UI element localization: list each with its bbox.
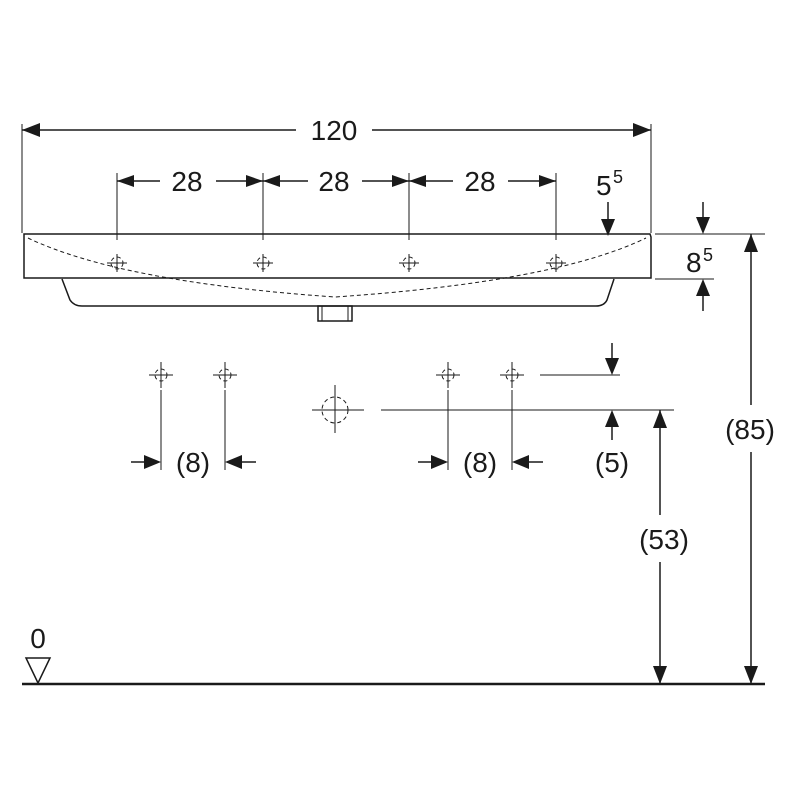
label-floor-level: 0 xyxy=(30,623,46,654)
label-spacing-2: 28 xyxy=(318,166,349,197)
dimension-edge-offset: 5 5 xyxy=(596,167,623,236)
dimension-valve-spacing-right: (8) xyxy=(418,447,543,478)
label-rim-height-sup: 5 xyxy=(703,245,713,265)
label-edge-offset-sup: 5 xyxy=(613,167,623,187)
dimension-outlet-height: (53) xyxy=(639,410,689,684)
valve-right-1 xyxy=(436,362,460,388)
washbasin-body xyxy=(23,233,652,322)
supply-valves xyxy=(149,362,524,433)
floor-datum: 0 xyxy=(22,623,765,686)
label-valve-spacing-right: (8) xyxy=(463,447,497,478)
tap-hole-1 xyxy=(107,254,127,272)
tap-hole-2 xyxy=(253,254,273,272)
tap-hole-3 xyxy=(399,254,419,272)
label-outlet-height: (53) xyxy=(639,524,689,555)
dimension-rim-height: 8 5 xyxy=(655,202,765,311)
dimension-valve-spacing-left: (8) xyxy=(131,447,256,478)
tap-holes xyxy=(107,254,566,272)
valve-left-1 xyxy=(149,362,173,388)
label-valve-spacing-left: (8) xyxy=(176,447,210,478)
dimension-valve-offset: (5) xyxy=(381,343,674,478)
tap-hole-4 xyxy=(546,254,566,272)
label-spacing-3: 28 xyxy=(464,166,495,197)
label-rim-height: 8 xyxy=(686,247,702,278)
dimension-total-width: 120 xyxy=(21,115,652,233)
dimension-tap-spacing: 28 28 28 xyxy=(116,166,557,240)
label-spacing-1: 28 xyxy=(171,166,202,197)
drain-outlet-symbol xyxy=(312,385,364,433)
valve-left-2 xyxy=(213,362,237,388)
label-edge-offset: 5 xyxy=(596,170,612,201)
dimension-total-height: (85) xyxy=(725,234,775,684)
label-valve-offset: (5) xyxy=(595,447,629,478)
datum-triangle-icon xyxy=(24,657,52,685)
label-total-height: (85) xyxy=(725,414,775,445)
valve-right-2 xyxy=(500,362,524,388)
label-total-width: 120 xyxy=(311,115,358,146)
